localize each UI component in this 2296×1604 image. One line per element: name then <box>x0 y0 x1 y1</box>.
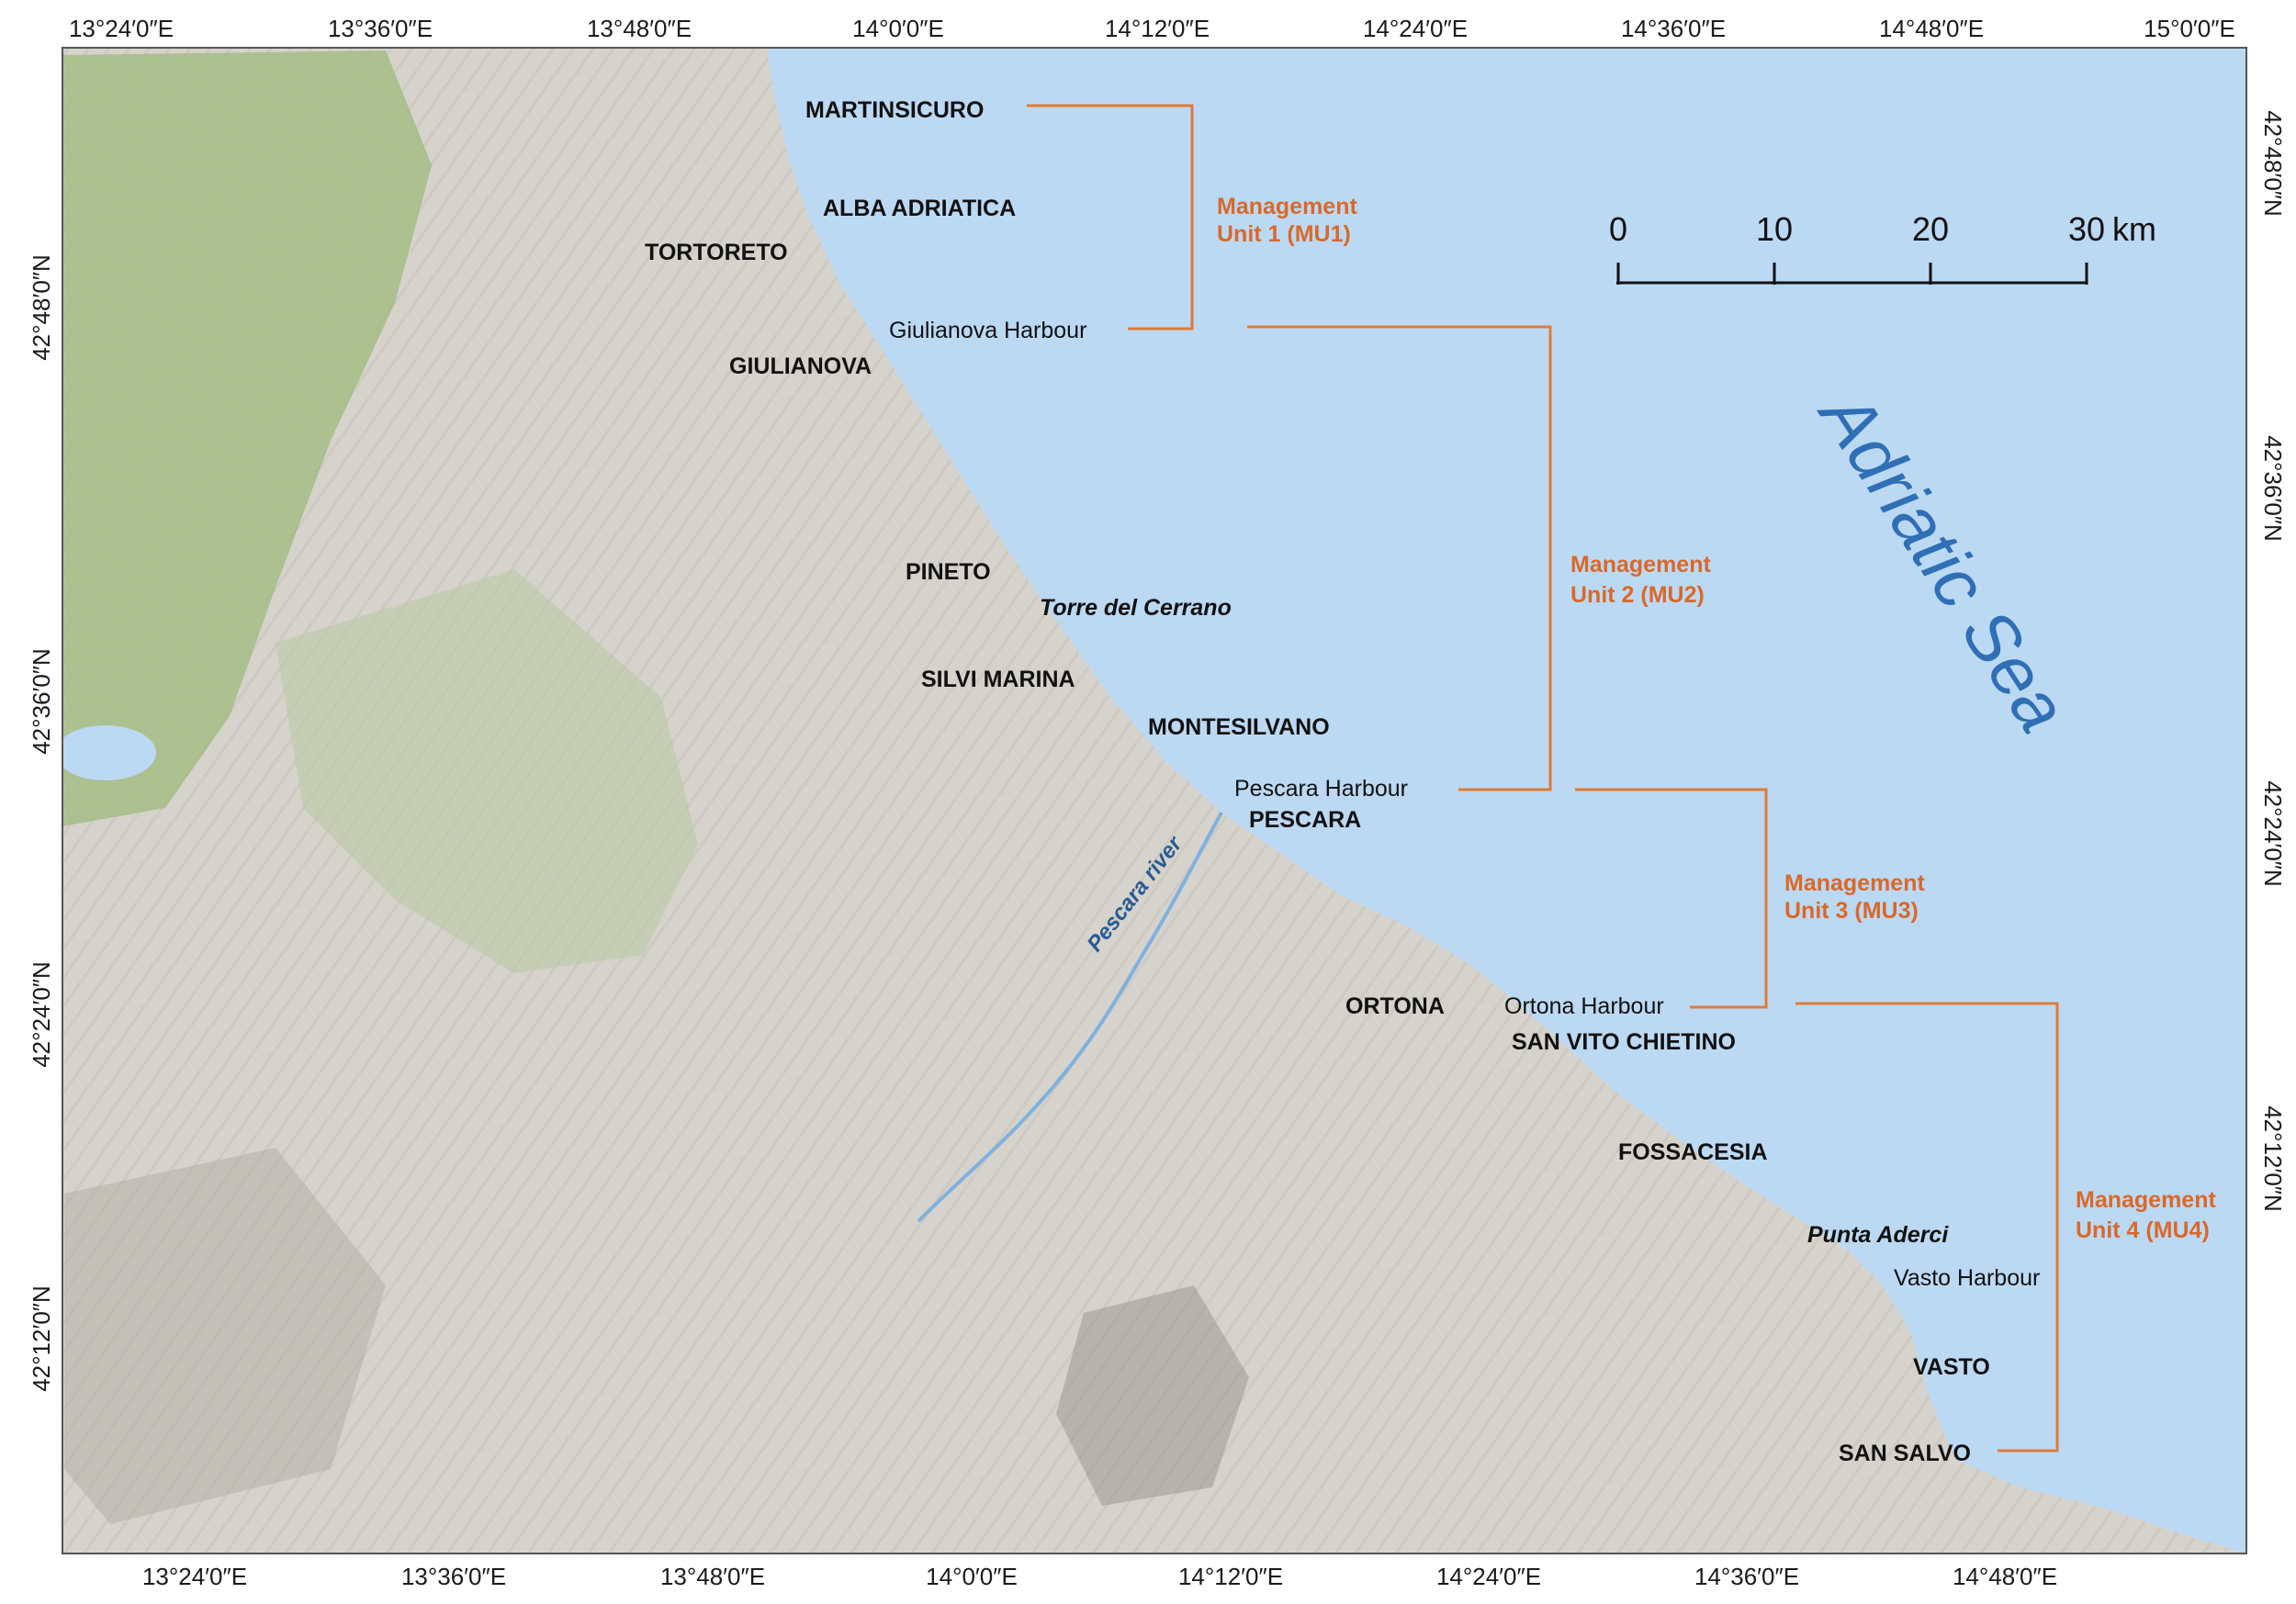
mu2-label-line2: Unit 2 (MU2) <box>1570 582 1705 608</box>
longitude-label-top: 14°48′0″E <box>1879 15 1984 42</box>
town-ortona: ORTONA <box>1345 993 1445 1019</box>
latitude-labels-left: 42°48′0″N 42°36′0″N 42°24′0″N 42°12′0″N <box>28 254 55 1392</box>
map-border <box>62 47 2247 1554</box>
management-brackets <box>1027 104 2059 1453</box>
mu4-bracket <box>1795 1002 2059 1453</box>
town-labels: MARTINSICURO ALBA ADRIATICA TORTORETO GI… <box>645 97 1990 1466</box>
scale-unit: km <box>2112 210 2156 248</box>
mu3-label-line1: Management <box>1784 870 1925 896</box>
latitude-label-left: 42°36′0″N <box>28 648 55 755</box>
scale-label-20: 20 <box>1912 210 1949 248</box>
longitude-label-bottom: 14°0′0″E <box>926 1563 1018 1590</box>
town-fossacesia: FOSSACESIA <box>1618 1139 1768 1165</box>
longitude-label-bottom: 14°12′0″E <box>1178 1563 1283 1590</box>
harbour-labels: Giulianova Harbour Pescara Harbour Orton… <box>889 318 2040 1291</box>
harbour-giulianova: Giulianova Harbour <box>889 318 1086 343</box>
longitude-label-bottom: 14°48′0″E <box>1953 1563 2057 1590</box>
town-vasto: VASTO <box>1913 1354 1990 1380</box>
mu2-label-line1: Management <box>1570 552 1711 578</box>
pescara-river <box>917 812 1223 1223</box>
latitude-label-left: 42°12′0″N <box>28 1285 55 1392</box>
longitude-label-bottom: 14°36′0″E <box>1694 1563 1799 1590</box>
town-martinsicuro: MARTINSICURO <box>805 97 984 123</box>
town-montesilvano: MONTESILVANO <box>1148 714 1330 740</box>
latitude-label-right: 42°24′0″N <box>2259 780 2287 887</box>
mountain-relief-central <box>276 569 698 973</box>
latitude-label-right: 42°36′0″N <box>2259 435 2287 542</box>
longitude-label-bottom: 13°24′0″E <box>142 1563 247 1590</box>
massif-shading-west <box>64 1148 386 1524</box>
town-alba-adriatica: ALBA ADRIATICA <box>823 196 1016 221</box>
town-pineto: PINETO <box>906 559 991 585</box>
latitude-label-left: 42°48′0″N <box>28 254 55 361</box>
town-san-salvo: SAN SALVO <box>1839 1441 1971 1466</box>
longitude-label-top: 13°36′0″E <box>328 15 433 42</box>
mu1-label-line1: Management <box>1217 194 1357 219</box>
place-labels: Torre del Cerrano Punta Aderci <box>1040 595 1949 1248</box>
lake <box>62 725 156 780</box>
longitude-label-top: 15°0′0″E <box>2144 15 2235 42</box>
mu4-label-line1: Management <box>2076 1187 2216 1213</box>
town-san-vito-chietino: SAN VITO CHIETINO <box>1512 1029 1736 1055</box>
mu3-bracket <box>1575 788 1768 1009</box>
harbour-vasto: Vasto Harbour <box>1894 1265 2040 1291</box>
longitude-label-top: 14°24′0″E <box>1363 15 1468 42</box>
longitude-label-top: 14°12′0″E <box>1105 15 1210 42</box>
town-giulianova: GIULIANOVA <box>729 353 872 379</box>
latitude-label-right: 42°48′0″N <box>2259 110 2287 217</box>
longitude-label-bottom: 13°48′0″E <box>660 1563 765 1590</box>
place-torre-del-cerrano: Torre del Cerrano <box>1040 595 1232 621</box>
mu4-label-line2: Unit 4 (MU4) <box>2076 1217 2210 1243</box>
massif-shading <box>1056 1285 1249 1506</box>
town-tortoreto: TORTORETO <box>645 240 788 265</box>
scale-label-30: 30 <box>2068 210 2105 248</box>
scale-label-10: 10 <box>1756 210 1793 248</box>
mu2-bracket <box>1247 325 1552 791</box>
mountain-relief-north <box>62 50 432 826</box>
town-silvi-marina: SILVI MARINA <box>921 667 1075 692</box>
place-punta-aderci: Punta Aderci <box>1807 1222 1949 1248</box>
scale-label-0: 0 <box>1609 210 1627 248</box>
harbour-ortona: Ortona Harbour <box>1504 993 1664 1019</box>
mu1-bracket <box>1027 104 1194 331</box>
harbour-pescara: Pescara Harbour <box>1234 776 1408 802</box>
map-area <box>62 48 2246 1554</box>
latitude-labels-right: 42°48′0″N 42°36′0″N 42°24′0″N 42°12′0″N <box>2259 110 2287 1212</box>
longitude-label-bottom: 13°36′0″E <box>401 1563 506 1590</box>
terrain-texture <box>62 48 2246 1554</box>
longitude-label-bottom: 14°24′0″E <box>1436 1563 1541 1590</box>
longitude-labels-bottom: 13°24′0″E 13°36′0″E 13°48′0″E 14°0′0″E 14°12… <box>142 1563 2057 1590</box>
scale-bar: 0 10 20 30 km <box>1609 210 2156 285</box>
longitude-label-top: 14°36′0″E <box>1621 15 1726 42</box>
longitude-label-top: 14°0′0″E <box>852 15 944 42</box>
management-unit-labels: Management Unit 1 (MU1) Management Unit … <box>1217 194 2216 1243</box>
longitude-label-top: 13°24′0″E <box>69 15 174 42</box>
mu3-label-line2: Unit 3 (MU3) <box>1784 898 1919 924</box>
town-pescara: PESCARA <box>1249 807 1361 833</box>
latitude-label-right: 42°12′0″N <box>2259 1105 2287 1212</box>
longitude-labels-top: 13°24′0″E 13°36′0″E 13°48′0″E 14°0′0″E 14°12… <box>69 15 2235 42</box>
latitude-label-left: 42°24′0″N <box>28 961 55 1068</box>
longitude-label-top: 13°48′0″E <box>587 15 692 42</box>
mu1-label-line2: Unit 1 (MU1) <box>1217 221 1351 247</box>
